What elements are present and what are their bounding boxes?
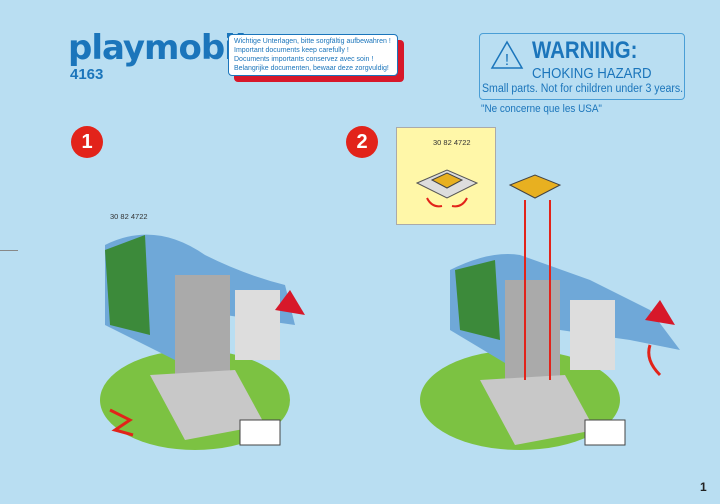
step-1-illustration	[100, 234, 305, 450]
emblem-piece-illustration	[415, 169, 479, 208]
part-number: 30 82 4722	[433, 138, 471, 147]
notice-line: Documents importants conservez avec soin…	[234, 56, 374, 63]
warning-box: ! WARNING: CHOKING HAZARD Small parts. N…	[479, 33, 685, 100]
warning-subtitle: CHOKING HAZARD	[532, 65, 652, 82]
warning-text: Small parts. Not for children under 3 ye…	[482, 83, 684, 95]
warning-triangle-icon: !	[490, 40, 524, 69]
step-2-badge: 2	[346, 126, 378, 158]
notice-line: Wichtige Unterlagen, bitte sorgfältig au…	[234, 38, 391, 45]
usa-note: "Ne concerne que les USA"	[481, 103, 602, 115]
warning-title: WARNING:	[532, 37, 638, 64]
svg-text:!: !	[505, 52, 509, 69]
step-1-badge: 1	[71, 126, 103, 158]
notice-box: Wichtige Unterlagen, bitte sorgfältig au…	[228, 34, 398, 76]
part-number: 30 82 4722	[110, 212, 148, 221]
playmobil-logo: playmobil	[68, 28, 246, 68]
page-number: 1	[700, 480, 707, 494]
notice-line: Belangrijke documenten, bewaar deze zorg…	[234, 65, 389, 72]
fold-mark	[0, 250, 18, 251]
step-2-illustration	[420, 174, 680, 450]
model-number: 4163	[70, 66, 104, 83]
detail-inset: 30 82 4722	[396, 127, 496, 225]
notice-line: Important documents keep carefully !	[234, 47, 349, 54]
